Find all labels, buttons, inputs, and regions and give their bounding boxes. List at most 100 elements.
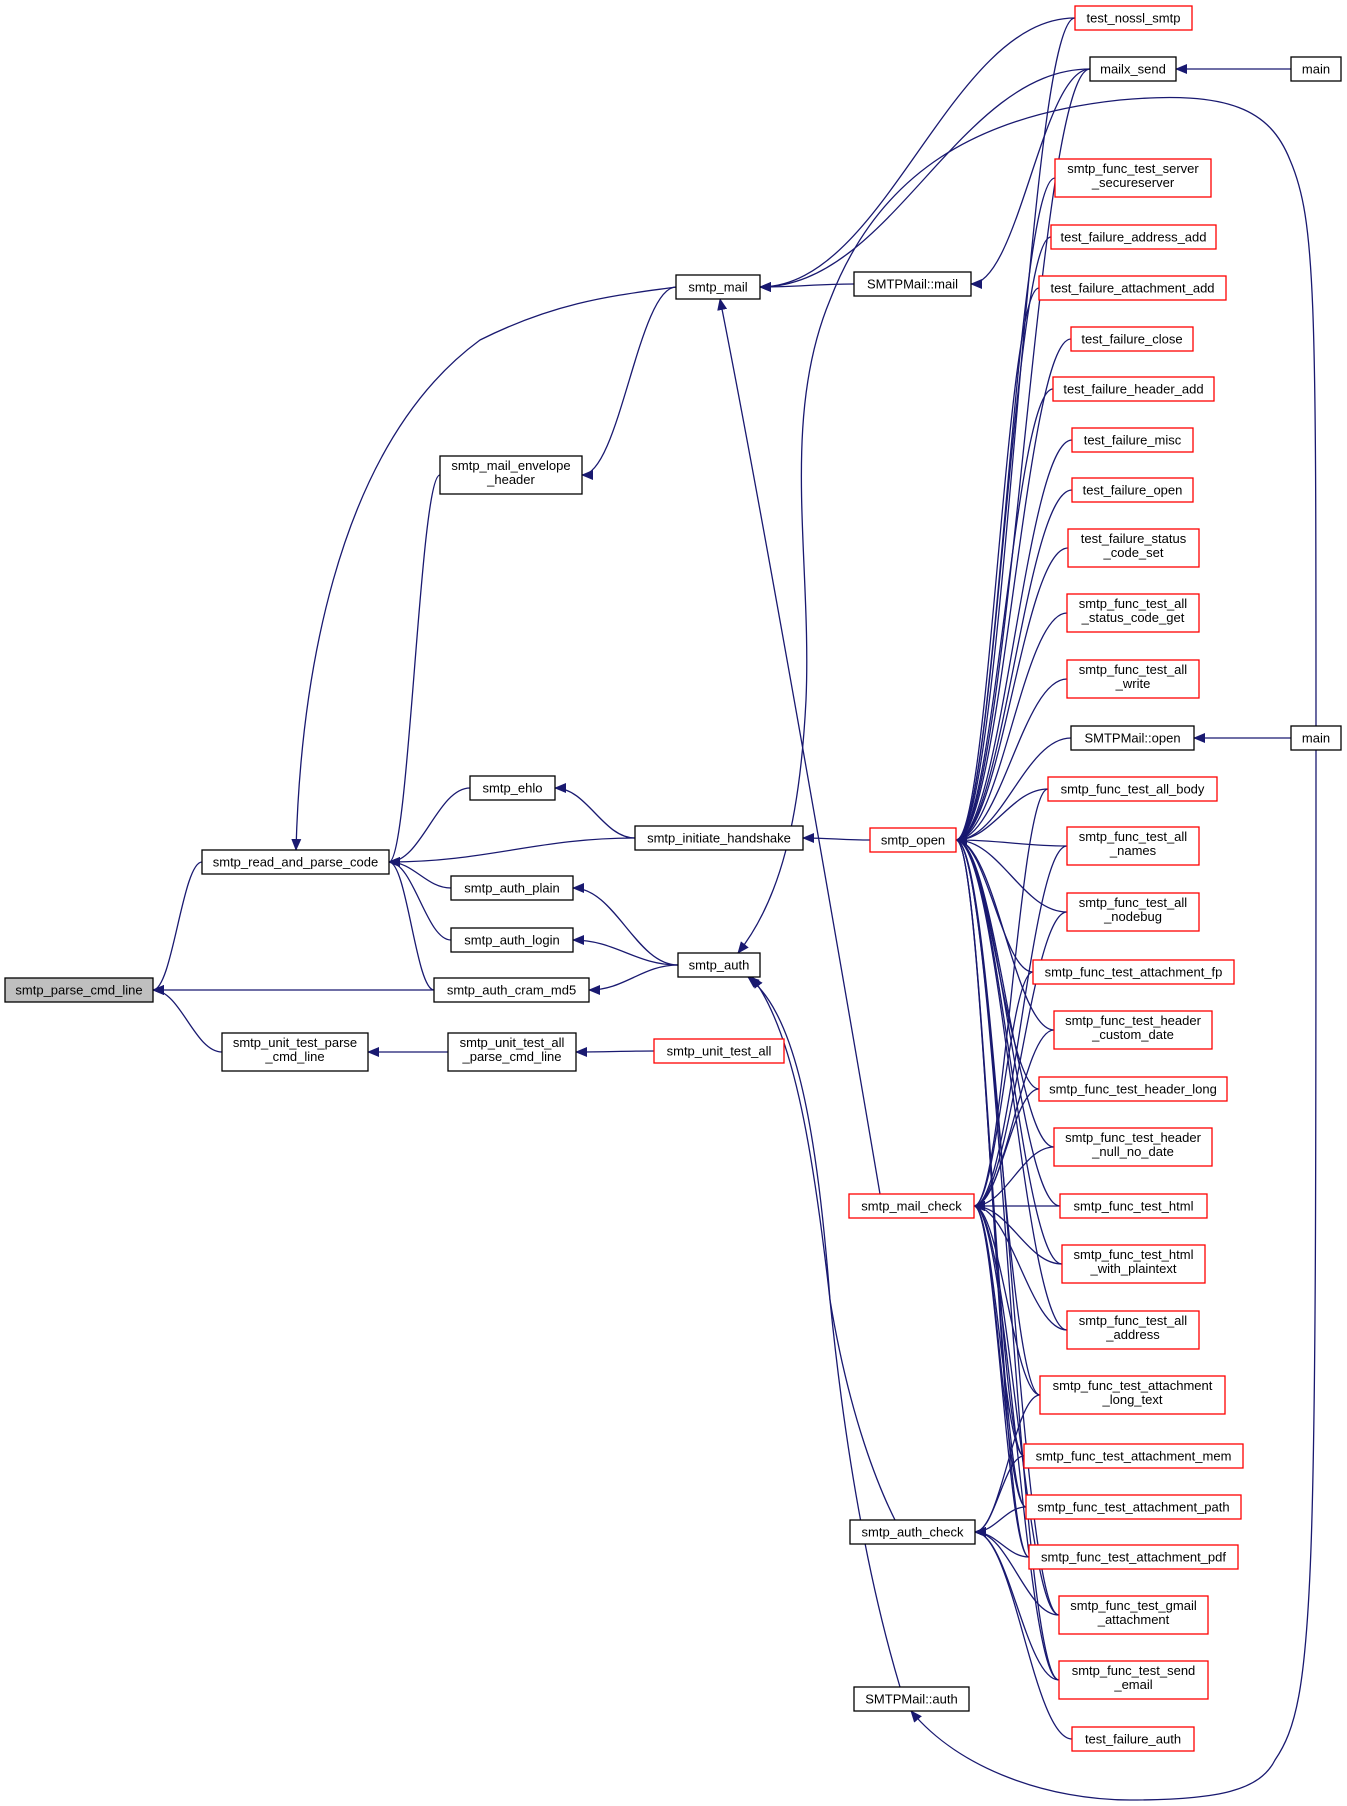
node-fheader[interactable]: test_failure_header_add [1052, 376, 1215, 402]
node-fattach[interactable]: test_failure_attachment_add [1038, 275, 1227, 301]
node-box[interactable] [1039, 1375, 1226, 1415]
node-box[interactable] [1058, 1660, 1209, 1700]
node-attlong[interactable]: smtp_func_test_attachment_long_text [1039, 1375, 1226, 1415]
node-box[interactable] [1066, 892, 1200, 932]
node-box[interactable] [1054, 158, 1212, 198]
node-box[interactable] [853, 271, 972, 297]
node-box[interactable] [1052, 376, 1215, 402]
node-box[interactable] [1290, 56, 1342, 82]
node-mailx[interactable]: mailx_send [1089, 56, 1177, 82]
node-box[interactable] [677, 952, 761, 978]
node-box[interactable] [1071, 477, 1194, 503]
node-fstatus[interactable]: test_failure_status_code_set [1067, 528, 1200, 568]
node-box[interactable] [1038, 1076, 1228, 1102]
node-authplain[interactable]: smtp_auth_plain [450, 875, 574, 901]
node-fmisc[interactable]: test_failure_misc [1071, 427, 1194, 453]
node-attpath[interactable]: smtp_func_test_attachment_path [1025, 1494, 1242, 1520]
node-box[interactable] [1290, 725, 1342, 751]
node-box[interactable] [1061, 1244, 1206, 1284]
node-box[interactable] [4, 977, 154, 1003]
node-unittestall[interactable]: smtp_unit_test_all [653, 1038, 785, 1064]
node-box[interactable] [1066, 1310, 1200, 1350]
node-box[interactable] [450, 875, 574, 901]
node-box[interactable] [1028, 1544, 1239, 1570]
node-box[interactable] [450, 927, 574, 953]
node-ehlo[interactable]: smtp_ehlo [469, 775, 556, 801]
node-box[interactable] [1066, 593, 1200, 633]
node-allwrite[interactable]: smtp_func_test_all_write [1066, 659, 1200, 699]
node-box[interactable] [653, 1038, 785, 1064]
node-box[interactable] [634, 825, 804, 851]
node-smtpmailm[interactable]: SMTPMail::mail [853, 271, 972, 297]
node-fclose[interactable]: test_failure_close [1070, 326, 1194, 352]
node-box[interactable] [1038, 275, 1227, 301]
node-box[interactable] [439, 455, 583, 495]
node-box[interactable] [1047, 776, 1218, 802]
node-box[interactable] [1025, 1494, 1242, 1520]
node-parse[interactable]: smtp_parse_cmd_line [4, 977, 154, 1003]
node-box[interactable] [675, 274, 761, 300]
node-box[interactable] [201, 849, 390, 875]
node-box[interactable] [1053, 1127, 1213, 1167]
node-allbody[interactable]: smtp_func_test_all_body [1047, 776, 1218, 802]
node-main1[interactable]: main [1290, 56, 1342, 82]
node-nossl[interactable]: test_nossl_smtp [1074, 5, 1193, 31]
node-smtpopen[interactable]: SMTPMail::open [1070, 725, 1195, 751]
node-box[interactable] [853, 1686, 970, 1712]
node-box[interactable] [1070, 326, 1194, 352]
node-cram[interactable]: smtp_auth_cram_md5 [433, 977, 590, 1003]
node-box[interactable] [1070, 725, 1195, 751]
node-box[interactable] [1066, 659, 1200, 699]
node-box[interactable] [1074, 5, 1193, 31]
node-htmlplain[interactable]: smtp_func_test_html_with_plaintext [1061, 1244, 1206, 1284]
node-box[interactable] [1058, 1595, 1209, 1635]
node-html[interactable]: smtp_func_test_html [1059, 1193, 1208, 1219]
node-unitparse[interactable]: smtp_unit_test_parse_cmd_line [221, 1032, 369, 1072]
node-box[interactable] [469, 775, 556, 801]
node-rpc[interactable]: smtp_read_and_parse_code [201, 849, 390, 875]
node-box[interactable] [433, 977, 590, 1003]
node-alladdr[interactable]: smtp_func_test_all_address [1066, 1310, 1200, 1350]
node-box[interactable] [1071, 427, 1194, 453]
node-box[interactable] [1059, 1193, 1208, 1219]
node-box[interactable] [1032, 959, 1235, 985]
node-hdrcustom[interactable]: smtp_func_test_header_custom_date [1053, 1010, 1213, 1050]
node-box[interactable] [848, 1193, 975, 1219]
node-open[interactable]: smtp_open [869, 827, 957, 853]
node-box[interactable] [1023, 1443, 1244, 1469]
node-allnodebug[interactable]: smtp_func_test_all_nodebug [1066, 892, 1200, 932]
node-attpdf[interactable]: smtp_func_test_attachment_pdf [1028, 1544, 1239, 1570]
node-secureserver[interactable]: smtp_func_test_server_secureserver [1054, 158, 1212, 198]
node-envelope[interactable]: smtp_mail_envelope_header [439, 455, 583, 495]
node-smtpmailauth[interactable]: SMTPMail::auth [853, 1686, 970, 1712]
node-unitall[interactable]: smtp_unit_test_all_parse_cmd_line [447, 1032, 577, 1072]
node-mail[interactable]: smtp_mail [675, 274, 761, 300]
node-box[interactable] [869, 827, 957, 853]
node-box[interactable] [1053, 1010, 1213, 1050]
node-box[interactable] [221, 1032, 369, 1072]
node-authlogin[interactable]: smtp_auth_login [450, 927, 574, 953]
node-box[interactable] [1066, 826, 1200, 866]
node-gmail[interactable]: smtp_func_test_gmail_attachment [1058, 1595, 1209, 1635]
node-attmem[interactable]: smtp_func_test_attachment_mem [1023, 1443, 1244, 1469]
node-mailcheck[interactable]: smtp_mail_check [848, 1193, 975, 1219]
node-faddr[interactable]: test_failure_address_add [1050, 224, 1217, 250]
node-authcheck[interactable]: smtp_auth_check [849, 1519, 976, 1545]
node-box[interactable] [447, 1032, 577, 1072]
node-box[interactable] [1071, 1726, 1195, 1752]
node-hdrnull[interactable]: smtp_func_test_header_null_no_date [1053, 1127, 1213, 1167]
node-auth[interactable]: smtp_auth [677, 952, 761, 978]
node-box[interactable] [1067, 528, 1200, 568]
node-allstatus[interactable]: smtp_func_test_all_status_code_get [1066, 593, 1200, 633]
node-fopen[interactable]: test_failure_open [1071, 477, 1194, 503]
node-handshake[interactable]: smtp_initiate_handshake [634, 825, 804, 851]
node-main2[interactable]: main [1290, 725, 1342, 751]
node-allnames[interactable]: smtp_func_test_all_names [1066, 826, 1200, 866]
node-box[interactable] [1050, 224, 1217, 250]
node-hdrlong[interactable]: smtp_func_test_header_long [1038, 1076, 1228, 1102]
node-fauth[interactable]: test_failure_auth [1071, 1726, 1195, 1752]
node-sendemail[interactable]: smtp_func_test_send_email [1058, 1660, 1209, 1700]
node-box[interactable] [1089, 56, 1177, 82]
node-box[interactable] [849, 1519, 976, 1545]
node-attfp[interactable]: smtp_func_test_attachment_fp [1032, 959, 1235, 985]
